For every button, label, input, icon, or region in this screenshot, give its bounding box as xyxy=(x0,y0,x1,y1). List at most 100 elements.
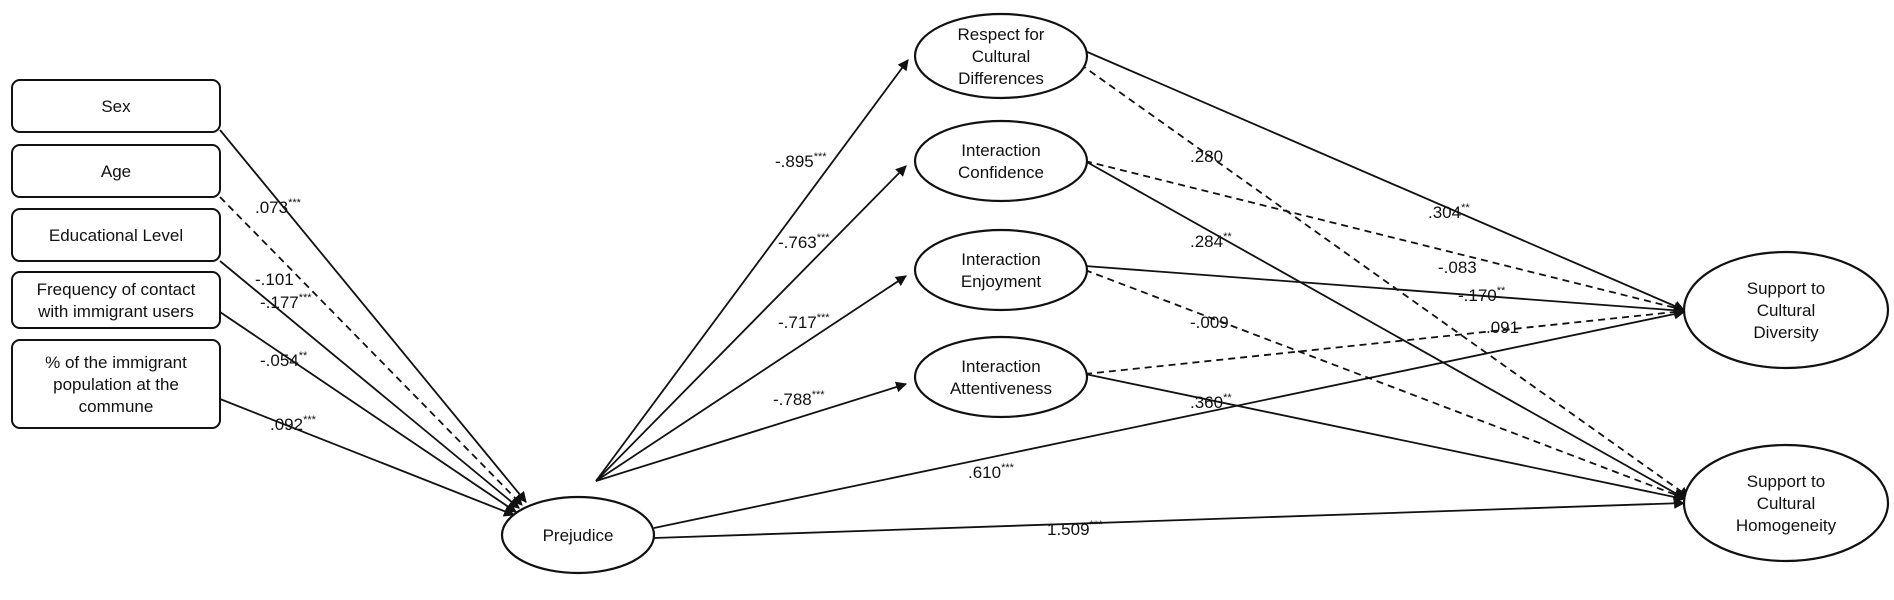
path-conf-to-hom xyxy=(1084,160,1685,499)
coefficient-label-sex-to-prej: .073*** xyxy=(255,197,302,217)
coefficient-value: .284 xyxy=(1190,232,1223,251)
path-pct-to-prej xyxy=(219,398,516,517)
significance-stars: ** xyxy=(1223,231,1232,243)
latent-label-line: Diversity xyxy=(1753,323,1819,342)
path-prej-to-div xyxy=(653,308,1686,529)
path-freq-to-prej xyxy=(219,311,517,513)
predictor-label-line: with immigrant users xyxy=(37,302,194,321)
latent-label-line: Prejudice xyxy=(543,526,614,545)
significance-stars: ** xyxy=(1497,285,1506,297)
latent-node-frame xyxy=(1682,443,1890,563)
coefficient-value: 1.509 xyxy=(1047,520,1090,539)
path-resp-to-hom xyxy=(1079,63,1690,498)
latent-node-frame xyxy=(913,12,1089,100)
significance-stars: *** xyxy=(1090,519,1104,531)
predictor-box-frame xyxy=(11,339,221,429)
predictor-box-frame xyxy=(11,79,221,133)
significance-stars: ** xyxy=(299,350,308,362)
coefficient-label-prej-to-resp: -.895*** xyxy=(775,151,827,171)
coefficient-value: -.788 xyxy=(773,390,812,409)
predictor-box-age: Age xyxy=(11,144,221,198)
path-att-to-hom xyxy=(1084,373,1686,503)
path-enj-to-hom xyxy=(1084,269,1686,500)
coefficient-value: -.717 xyxy=(778,313,817,332)
latent-label-line: Attentiveness xyxy=(950,379,1052,398)
coefficient-value: .304 xyxy=(1428,203,1461,222)
path-prej-to-att xyxy=(595,381,908,482)
predictor-label-line: % of the immigrant xyxy=(45,353,187,372)
significance-stars: *** xyxy=(814,151,828,163)
latent-label-line: Support to xyxy=(1747,472,1825,491)
path-edu-to-prej xyxy=(219,260,520,509)
coefficient-label-prej-to-conf: -.763*** xyxy=(778,232,830,252)
significance-stars: *** xyxy=(1001,462,1015,474)
coefficient-label-prej-to-div: .610*** xyxy=(968,462,1015,482)
coefficient-label-freq-to-prej: -.054** xyxy=(260,350,308,370)
coefficient-value: -.101 xyxy=(255,270,294,289)
significance-stars: *** xyxy=(299,292,313,304)
coefficient-label-edu-to-prej: -.177*** xyxy=(260,292,312,312)
latent-label-line: Interaction xyxy=(961,250,1040,269)
latent-node-frame xyxy=(1682,250,1890,370)
predictor-label-line: Educational Level xyxy=(49,226,183,245)
latent-label-line: Interaction xyxy=(961,357,1040,376)
latent-label-line: Cultural xyxy=(1757,494,1816,513)
coefficient-label-att-to-div: .091 xyxy=(1486,318,1519,337)
coefficient-value: .092 xyxy=(270,415,303,434)
coefficient-label-age-to-prej: -.101 xyxy=(255,270,294,289)
significance-stars: *** xyxy=(812,389,826,401)
latent-label-line: Support to xyxy=(1747,279,1825,298)
coefficient-label-enj-to-div: -.170** xyxy=(1458,285,1506,305)
coefficient-value: -.170 xyxy=(1458,286,1497,305)
latent-label-line: Enjoyment xyxy=(961,272,1042,291)
latent-label-line: Homogeneity xyxy=(1736,516,1837,535)
coefficient-label-prej-to-hom: 1.509*** xyxy=(1047,519,1103,539)
latent-label-line: Respect for xyxy=(958,25,1045,44)
latent-node-prej: Prejudice xyxy=(500,495,656,575)
coefficient-value: -.083 xyxy=(1438,258,1477,277)
latent-label-line: Cultural xyxy=(1757,301,1816,320)
latent-node-frame xyxy=(913,228,1089,312)
coefficient-label-prej-to-att: -.788*** xyxy=(773,389,825,409)
coefficient-label-conf-to-div: -.083 xyxy=(1438,258,1477,277)
significance-stars: *** xyxy=(817,232,831,244)
latent-node-frame xyxy=(500,495,656,575)
coefficient-value: .073 xyxy=(255,198,288,217)
coefficient-value: .610 xyxy=(968,463,1001,482)
predictor-box-freq: Frequency of contact with immigrant users xyxy=(11,271,221,329)
predictor-label-line: population at the xyxy=(53,375,179,394)
path-prej-to-conf xyxy=(595,165,907,482)
latent-label-line: Cultural xyxy=(972,47,1031,66)
coefficient-value: -.009 xyxy=(1190,313,1229,332)
significance-stars: ** xyxy=(1223,392,1232,404)
latent-node-frame xyxy=(913,119,1089,203)
predictor-label-line: commune xyxy=(79,397,154,416)
coefficient-value: -.054 xyxy=(260,351,299,370)
predictor-label-line: Frequency of contact xyxy=(37,280,196,299)
coefficient-value: -.177 xyxy=(260,293,299,312)
coefficient-label-enj-to-hom: -.009 xyxy=(1190,313,1229,332)
coefficient-value: -.895 xyxy=(775,152,814,171)
path-att-to-div xyxy=(1084,306,1686,375)
predictor-box-frame xyxy=(11,208,221,262)
path-sex-to-prej xyxy=(219,129,527,503)
path-prej-to-enj xyxy=(595,275,907,482)
significance-stars: *** xyxy=(303,414,317,426)
significance-stars: ** xyxy=(1461,202,1470,214)
coefficient-label-conf-to-hom: .284** xyxy=(1190,231,1232,251)
paths-layer xyxy=(219,50,1690,539)
path-prej-to-hom xyxy=(653,497,1686,539)
coefficient-label-att-to-hom: .360** xyxy=(1190,392,1232,412)
latent-label-line: Interaction xyxy=(961,141,1040,160)
coefficient-label-resp-to-div: .304** xyxy=(1428,202,1470,222)
predictor-box-pct: % of the immigrant population at the commu… xyxy=(11,339,221,429)
coefficient-label-resp-to-hom: .280 xyxy=(1190,147,1223,166)
